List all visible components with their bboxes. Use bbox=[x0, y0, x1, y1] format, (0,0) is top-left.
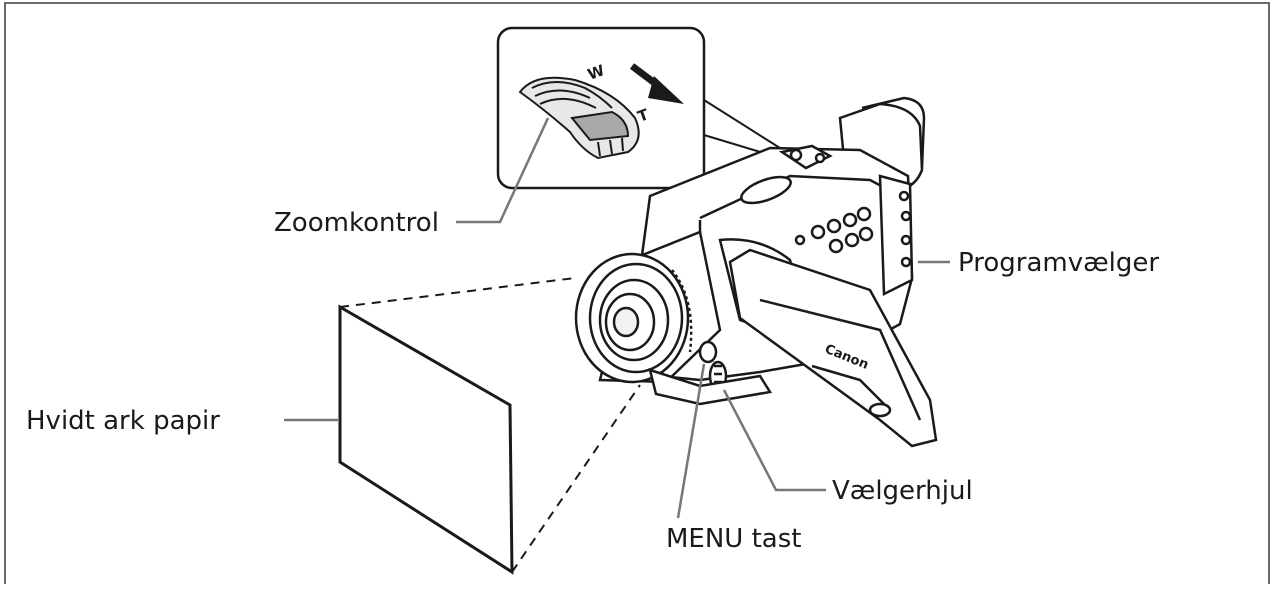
label-menu-tast: MENU tast bbox=[666, 524, 802, 554]
zoom-w-marker: W bbox=[585, 61, 607, 84]
zoom-callout: W T bbox=[496, 26, 781, 190]
zoom-direction-arrow-icon bbox=[629, 63, 684, 104]
label-programvaelger: Programvælger bbox=[958, 248, 1160, 278]
leader-lines bbox=[284, 117, 950, 519]
label-zoomkontrol: Zoomkontrol bbox=[274, 208, 439, 238]
camcorder-body: Canon bbox=[574, 96, 938, 448]
figure-frame bbox=[4, 2, 1270, 584]
zoom-rocker-icon: W T bbox=[518, 61, 652, 160]
white-paper-sheet bbox=[338, 277, 641, 575]
label-hvidt-ark-papir: Hvidt ark papir bbox=[26, 406, 220, 436]
label-vaelgerhjul: Vælgerhjul bbox=[832, 476, 973, 506]
